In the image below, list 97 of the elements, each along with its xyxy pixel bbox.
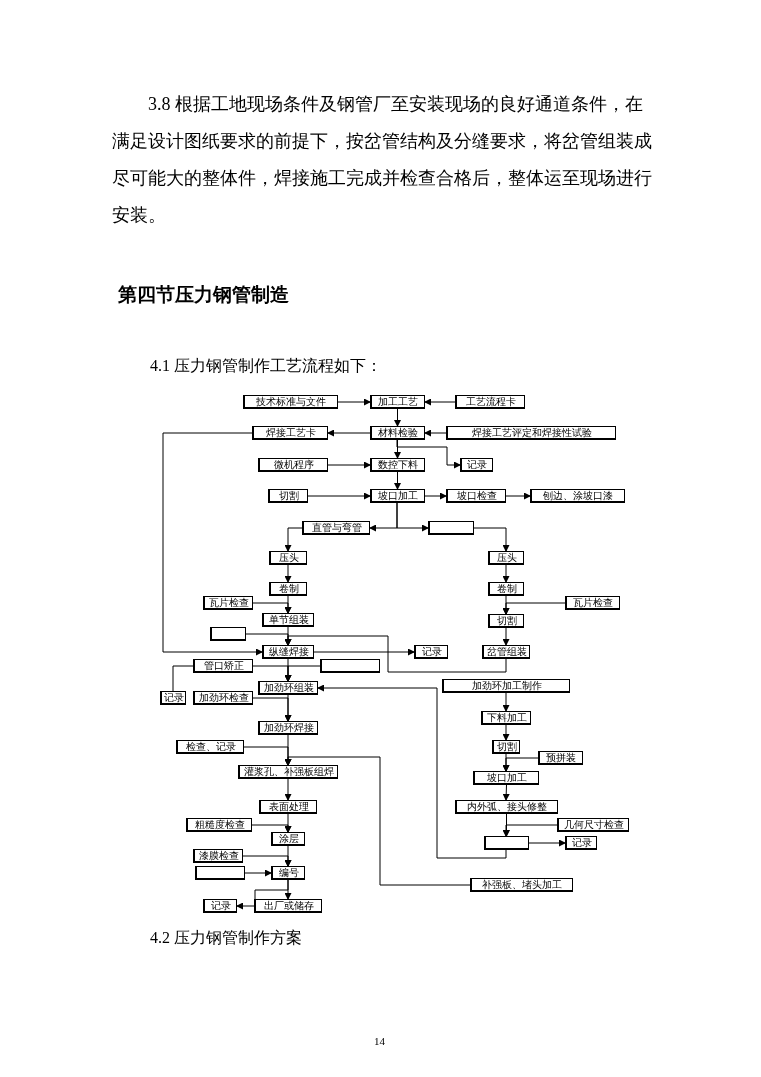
process-box: 卷制 (269, 582, 307, 596)
process-box: 单节组装 (262, 613, 314, 627)
process-box: 岔管组装 (482, 645, 530, 659)
process-box: 涂层 (271, 832, 305, 846)
arrow (327, 461, 371, 469)
process-box: 压头 (269, 551, 307, 565)
page-number: 14 (374, 1034, 385, 1049)
process-box: 几何尺寸检查 (557, 818, 629, 832)
arrow (327, 429, 371, 437)
arrow (307, 492, 371, 500)
process-box: 记录 (160, 691, 186, 705)
arrow (394, 471, 401, 490)
arrow (284, 635, 507, 673)
arrow (313, 648, 415, 656)
process-box: 加工工艺 (370, 395, 425, 409)
arrow (502, 784, 510, 801)
process-box: 直管与弯管 (302, 521, 370, 535)
arrow (502, 602, 566, 615)
arrow (251, 824, 292, 833)
arrow (162, 432, 263, 656)
process-box: 坡口加工 (473, 771, 539, 785)
process-box: 表面处理 (259, 800, 317, 814)
arrow (252, 602, 292, 614)
process-box: 检查、记录 (176, 740, 244, 754)
arrow (424, 398, 456, 406)
arrow (172, 665, 194, 692)
arrow (502, 627, 510, 646)
section-heading: 第四节压力钢管制造 (118, 283, 289, 307)
arrow (502, 757, 539, 772)
arrow (244, 869, 272, 877)
process-box: 下料加工 (481, 711, 531, 725)
process-box: 灌浆孔、补强板组焊 (238, 765, 338, 779)
arrow (284, 778, 292, 801)
arrow (528, 839, 566, 847)
process-box: 数控下料 (370, 458, 425, 472)
arrow (505, 492, 531, 500)
arrow (502, 564, 510, 583)
arrow (424, 429, 447, 437)
process-box: 材料检验 (370, 426, 425, 440)
arrow (284, 756, 471, 886)
process-box: 出厂或储存 (254, 899, 322, 913)
arrow (502, 724, 510, 741)
process-box: 加劲环检查 (193, 691, 253, 705)
arrow (396, 439, 461, 469)
process-box: 管口矫正 (193, 659, 253, 673)
process-box: 坡口加工 (370, 489, 425, 503)
process-box: 记录 (460, 458, 493, 472)
process-box: 加劲环加工制作 (442, 679, 570, 693)
process-box: 记录 (565, 836, 597, 850)
empty-box (484, 836, 529, 850)
process-box: 瓦片检查 (203, 596, 253, 610)
arrow (473, 527, 510, 552)
process-box: 工艺流程卡 (455, 395, 525, 409)
arrow (396, 502, 429, 532)
arrow (503, 813, 510, 837)
arrow (317, 684, 507, 859)
empty-box (320, 659, 380, 673)
process-box: 焊接工艺评定和焊接性试验 (446, 426, 616, 440)
arrow (502, 824, 558, 837)
empty-box (210, 627, 246, 641)
subsection-heading: 4.2 压力钢管制作方案 (150, 928, 302, 948)
process-box: 漆膜检查 (193, 849, 243, 863)
process-box: 内外弧、接头修整 (455, 800, 558, 814)
process-box: 记录 (414, 645, 448, 659)
process-box: 纵缝焊接 (262, 645, 314, 659)
process-box: 切割 (492, 740, 520, 754)
process-box: 切割 (268, 489, 308, 503)
process-box: 技术标准与文件 (243, 395, 338, 409)
arrow (284, 694, 292, 722)
paragraph: 3.8 根据工地现场条件及钢管厂至安装现场的良好通道条件，在满足设计图纸要求的前提下，按岔管结构及分缝要求，将岔管组装成尽可能大的整体件，焊接施工完成并检查合格后，整体运至现场进行安装。 (112, 93, 653, 227)
process-box: 加劲环组装 (258, 681, 318, 695)
process-box: 瓦片检查 (565, 596, 620, 610)
empty-box (195, 866, 245, 880)
process-box: 压头 (488, 551, 524, 565)
process-box: 坡口检查 (446, 489, 506, 503)
process-box: 补强板、堵头加工 (470, 878, 573, 892)
process-box: 预拼装 (538, 751, 583, 765)
arrow (284, 665, 321, 682)
process-box: 刨边、涂坡口漆 (530, 489, 625, 503)
arrow (236, 879, 289, 910)
process-box: 卷制 (488, 582, 524, 596)
arrow (502, 692, 510, 712)
empty-box (428, 521, 474, 535)
process-box: 加劲环焊接 (258, 721, 318, 735)
process-box: 焊接工艺卡 (252, 426, 328, 440)
arrow (242, 855, 292, 867)
process-box: 记录 (203, 899, 237, 913)
arrow (337, 398, 371, 406)
process-box: 微机程序 (258, 458, 328, 472)
arrow (394, 408, 401, 427)
subsection-heading: 4.1 压力钢管制作工艺流程如下： (150, 356, 382, 376)
process-box: 切割 (488, 614, 524, 628)
arrow (424, 492, 447, 500)
process-box: 粗糙度检查 (186, 818, 252, 832)
process-box: 编号 (271, 866, 305, 880)
arrow (284, 564, 292, 583)
arrow (284, 527, 303, 552)
